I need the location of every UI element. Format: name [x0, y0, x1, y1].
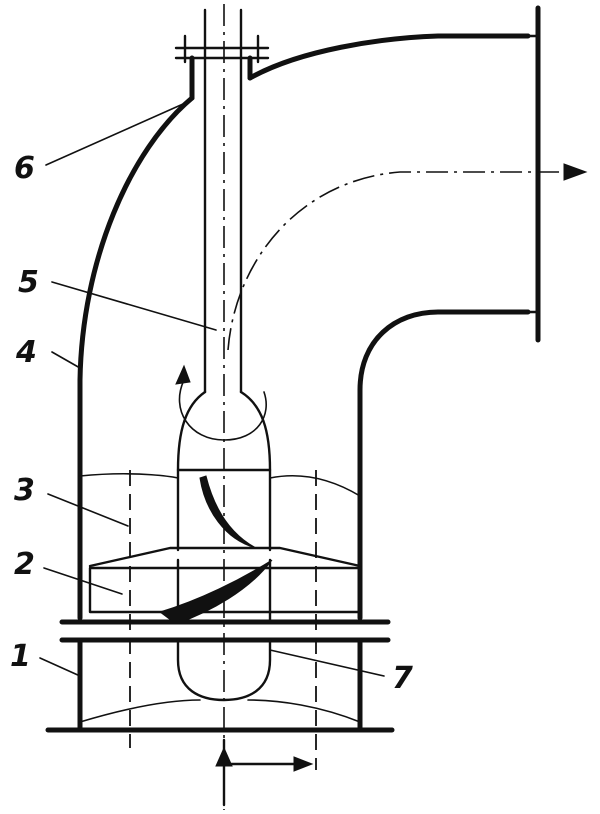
leader-1	[39, 657, 81, 677]
leader-6	[45, 99, 193, 166]
leader-4	[51, 351, 81, 369]
casing-left-wall	[77, 95, 195, 621]
guide-vane-blade	[199, 475, 257, 549]
casing-outer-curve	[247, 33, 531, 81]
shaft	[203, 8, 243, 394]
flow-path	[227, 171, 570, 351]
leader-7	[269, 649, 385, 677]
label-5: 5	[18, 265, 39, 300]
rotation-arrow	[178, 379, 267, 441]
hub-fairing-upper	[176, 390, 272, 472]
vane-housing-top	[79, 472, 361, 497]
label-7: 7	[392, 661, 413, 696]
inlet-flow-arrowhead	[215, 746, 233, 767]
lower-hub	[176, 638, 272, 702]
label-4: 4	[15, 335, 37, 370]
inlet-walls	[77, 637, 363, 731]
impeller-blade	[158, 559, 273, 625]
flow-outlet-arrowhead	[563, 163, 588, 181]
label-6: 6	[14, 151, 35, 186]
vane-hub	[176, 468, 272, 552]
outlet-flange-lip	[526, 34, 540, 314]
inlet-contour	[79, 699, 361, 723]
gland-flange	[174, 34, 270, 64]
casing-inner-curve	[357, 309, 531, 621]
label-2: 2	[14, 547, 35, 582]
leader-5	[51, 281, 217, 331]
label-1: 1	[10, 639, 31, 674]
label-3: 3	[14, 473, 35, 508]
leader-2	[43, 567, 123, 595]
rotation-arrowhead	[175, 364, 191, 385]
radius-dimension-arrowhead	[293, 756, 314, 772]
mid-flange	[59, 619, 391, 643]
leader-3	[47, 493, 129, 527]
gland-left	[189, 55, 253, 101]
